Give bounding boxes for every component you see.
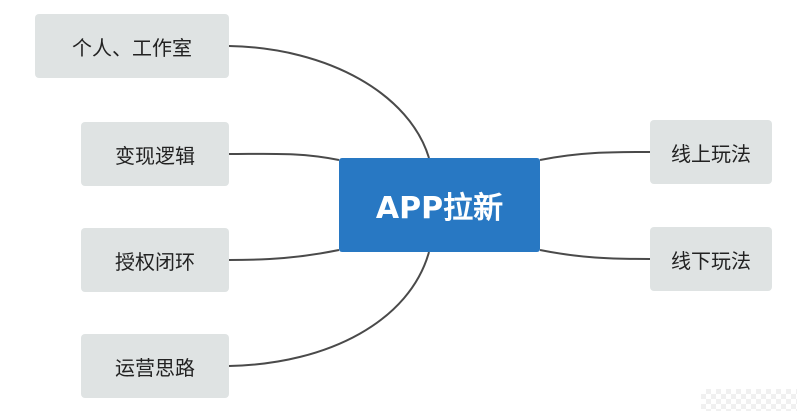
branch-node-personal-studio[interactable]: 个人、工作室 (35, 14, 229, 78)
connector-center-to-authorization-loop (228, 249, 340, 261)
center-node[interactable]: APP拉新 (339, 158, 540, 252)
watermark-blur (701, 389, 797, 411)
branch-node-operation-strategy[interactable]: 运营思路 (81, 334, 229, 398)
connector-center-to-online-play (539, 151, 651, 161)
branch-label: 变现逻辑 (115, 143, 195, 168)
branch-node-online-play[interactable]: 线上玩法 (650, 120, 772, 184)
branch-node-offline-play[interactable]: 线下玩法 (650, 227, 772, 291)
branch-label: 线上玩法 (671, 141, 751, 166)
connector-center-to-monetization-logic (228, 152, 340, 161)
connector-center-to-operation-strategy (228, 251, 430, 367)
branch-node-monetization-logic[interactable]: 变现逻辑 (81, 122, 229, 186)
connector-center-to-offline-play (539, 249, 651, 260)
center-node-label: APP拉新 (375, 191, 504, 226)
branch-label: 运营思路 (115, 355, 195, 380)
branch-label: 个人、工作室 (72, 35, 192, 60)
connector-center-to-personal-studio (228, 45, 430, 159)
branch-node-authorization-loop[interactable]: 授权闭环 (81, 228, 229, 292)
branch-label: 线下玩法 (671, 248, 751, 273)
branch-label: 授权闭环 (115, 249, 195, 274)
